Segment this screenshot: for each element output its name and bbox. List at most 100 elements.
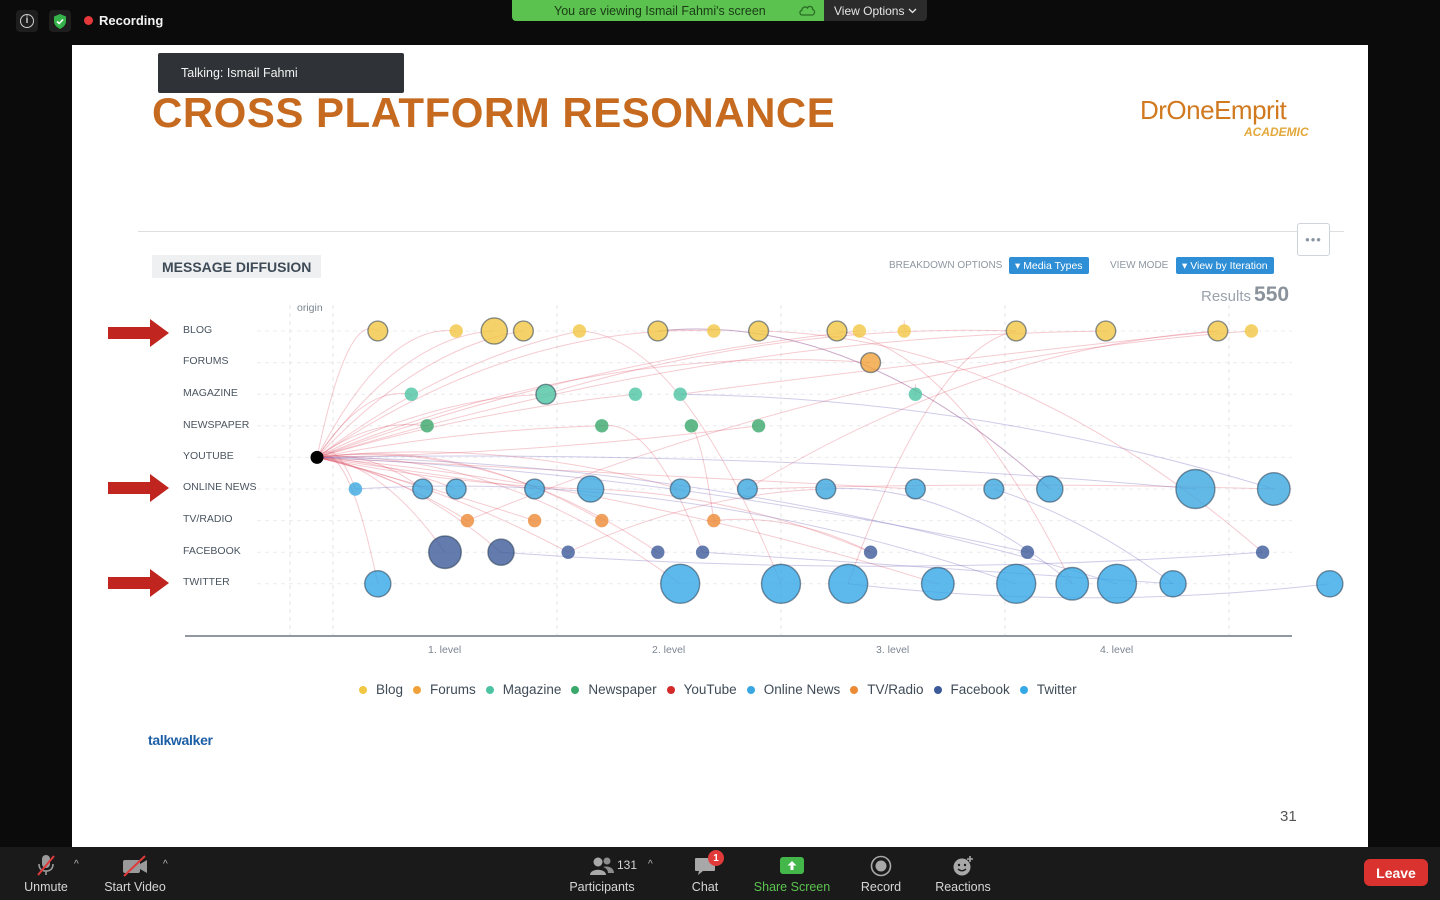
diffusion-node — [1207, 320, 1229, 342]
legend-item-newspaper[interactable]: Newspaper — [571, 682, 657, 697]
start-video-button[interactable]: Start Video — [100, 847, 170, 900]
x-tick-label: 1. level — [428, 644, 462, 656]
legend-swatch — [571, 685, 580, 694]
diffusion-edge — [316, 393, 636, 458]
audio-options-caret[interactable]: ^ — [74, 859, 79, 870]
diffusion-edge — [316, 456, 535, 490]
leave-button[interactable]: Leave — [1364, 859, 1428, 886]
diffusion-edge — [316, 454, 379, 584]
legend-swatch — [485, 685, 494, 694]
diffusion-edge — [316, 425, 759, 458]
droneemprit-logo: DrOneEmprit ACADEMIC — [1140, 91, 1320, 141]
legend-swatch — [666, 685, 675, 694]
diffusion-node — [1020, 545, 1035, 559]
recording-indicator[interactable]: Recording — [84, 13, 163, 28]
diffusion-node — [1255, 545, 1270, 559]
record-icon — [870, 855, 892, 877]
highlight-arrow-icon — [108, 569, 169, 597]
diffusion-edge — [500, 551, 1263, 567]
breakdown-options-label: BREAKDOWN OPTIONS — [889, 260, 1003, 271]
legend-item-magazine[interactable]: Magazine — [485, 682, 562, 697]
diffusion-node — [572, 324, 587, 338]
view-options-label: View Options — [834, 3, 905, 18]
diffusion-node — [1175, 468, 1216, 510]
diffusion-edge — [848, 583, 1330, 599]
legend-swatch — [933, 685, 942, 694]
chat-button[interactable]: Chat — [684, 847, 726, 900]
shared-screen: Talking: Ismail Fahmi CROSS PLATFORM RES… — [72, 45, 1368, 847]
more-options-button[interactable]: ••• — [1297, 223, 1330, 256]
share-screen-button[interactable]: Share Screen — [750, 847, 834, 900]
diffusion-edge — [316, 456, 446, 553]
diffusion-edge — [316, 456, 457, 490]
legend-item-youtube[interactable]: YouTube — [666, 682, 737, 697]
participants-label: Participants — [569, 880, 635, 894]
diffusion-chart — [185, 305, 1344, 637]
diffusion-node — [460, 513, 475, 528]
diffusion-edge — [825, 487, 1073, 585]
diffusion-edge — [836, 330, 1073, 585]
diffusion-edge — [316, 456, 1028, 553]
diffusion-edge — [601, 424, 704, 553]
diffusion-edge — [680, 393, 1274, 490]
diffusion-node — [367, 320, 389, 342]
legend-swatch — [746, 685, 755, 694]
participants-options-caret[interactable]: ^ — [648, 859, 653, 870]
diffusion-node — [628, 387, 643, 401]
diffusion-node — [512, 320, 534, 342]
legend-item-online-news[interactable]: Online News — [746, 682, 840, 697]
view-options-button[interactable]: View Options — [824, 0, 927, 21]
diffusion-node — [1005, 320, 1027, 342]
security-button[interactable] — [49, 10, 71, 32]
legend-item-tv-radio[interactable]: TV/Radio — [850, 682, 924, 697]
diffusion-edge — [316, 330, 860, 458]
view-by-iteration-dropdown[interactable]: ▾ View by Iteration — [1176, 257, 1274, 274]
diffusion-edge — [316, 456, 468, 522]
info-button[interactable]: i — [16, 10, 38, 32]
highlight-arrow-icon — [108, 474, 169, 502]
diffusion-node — [908, 387, 923, 401]
diffusion-node — [1096, 563, 1138, 604]
video-off-icon — [123, 855, 147, 877]
legend-item-blog[interactable]: Blog — [359, 682, 403, 697]
legend-label: TV/Radio — [867, 682, 924, 697]
top-bar: i Recording You are viewing Ismail Fahmi… — [0, 0, 1440, 44]
reactions-label: Reactions — [935, 880, 991, 894]
chat-label: Chat — [691, 880, 719, 894]
logo-subtitle: ACADEMIC — [1244, 125, 1309, 139]
diffusion-node — [348, 482, 363, 496]
unmute-button[interactable]: Unmute — [18, 847, 74, 900]
diffusion-edge — [316, 453, 659, 553]
diffusion-node — [852, 324, 867, 338]
row-label-blog: BLOG — [183, 324, 213, 336]
participants-button[interactable]: Participants — [562, 847, 642, 900]
reactions-button[interactable]: Reactions — [930, 847, 996, 900]
diffusion-node — [707, 324, 721, 338]
video-options-caret[interactable]: ^ — [163, 859, 168, 870]
info-icon: i — [20, 14, 34, 28]
record-button[interactable]: Record — [856, 847, 906, 900]
meeting-controls: Unmute ^ Start Video ^ Participants 131 … — [0, 847, 1440, 900]
legend-swatch — [1019, 685, 1028, 694]
diffusion-node — [404, 387, 419, 401]
diffusion-edge — [316, 359, 871, 458]
talking-label: Talking: Ismail Fahmi — [181, 66, 298, 80]
legend-item-forums[interactable]: Forums — [413, 682, 476, 697]
diffusion-node — [595, 513, 609, 528]
muted-mic-icon — [37, 855, 55, 876]
legend-label: Magazine — [502, 682, 562, 697]
diffusion-node — [480, 317, 509, 345]
x-tick-label: 2. level — [652, 644, 686, 656]
diffusion-node — [996, 563, 1037, 604]
cloud-icon — [799, 5, 816, 16]
diffusion-node — [760, 563, 802, 604]
legend-label: Blog — [376, 682, 404, 697]
row-label-twitter: TWITTER — [183, 576, 230, 588]
diffusion-node — [747, 320, 770, 342]
diffusion-node — [684, 419, 699, 433]
media-types-dropdown[interactable]: ▾ Media Types — [1009, 257, 1089, 274]
diffusion-node — [828, 563, 869, 604]
legend-item-twitter[interactable]: Twitter — [1019, 682, 1077, 697]
legend-item-facebook[interactable]: Facebook — [933, 682, 1010, 697]
